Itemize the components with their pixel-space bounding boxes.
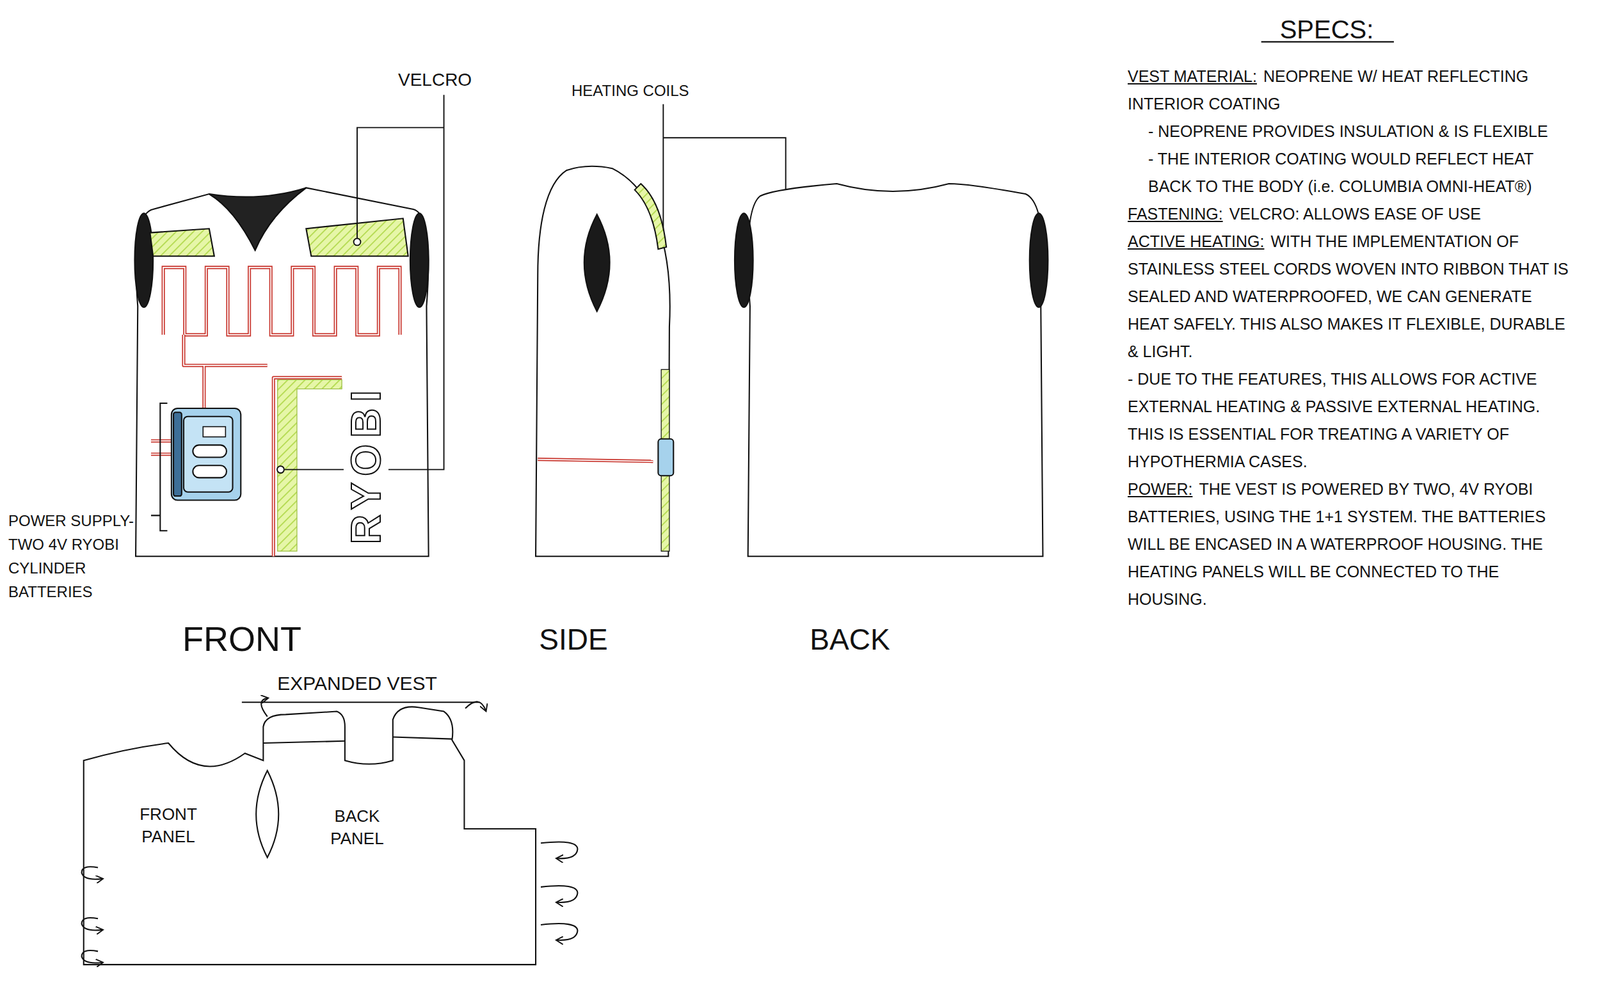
heating-coil (537, 459, 653, 462)
battery-housing (171, 408, 241, 501)
expanded-vest (81, 698, 578, 965)
spec-text: VELCRO: ALLOWS EASE OF USE (1229, 204, 1481, 223)
callout-label: POWER SUPPLY- TWO 4V RYOBI CYLINDER BATT… (8, 508, 169, 604)
battery-housing (171, 408, 241, 501)
spec-heading: VEST MATERIAL: (1127, 67, 1257, 86)
heating-coil (537, 459, 653, 462)
spec-paragraph: ACTIVE HEATING:WITH THE IMPLEMENTATION O… (1127, 227, 1570, 366)
front-wiring (151, 334, 342, 557)
callout-label: HEATING COILS (571, 81, 690, 101)
side-vest (657, 439, 674, 476)
leader-dot (353, 238, 361, 246)
front-vest (277, 379, 342, 552)
expanded-vest (540, 841, 578, 859)
spec-text: - THE INTERIOR COATING WOULD REFLECT HEA… (1148, 149, 1534, 196)
leader-dot (277, 465, 285, 473)
expanded-vest (83, 706, 536, 965)
spec-paragraph: FASTENING: VELCRO: ALLOWS EASE OF USE (1127, 200, 1570, 228)
panel-label: FRONT PANEL (129, 803, 207, 848)
battery-housing (202, 426, 226, 438)
battery-housing (183, 416, 233, 493)
front-vest (149, 228, 214, 256)
expanded-vest (540, 885, 578, 903)
view-title: FRONT (182, 618, 302, 660)
side-vest (634, 183, 667, 249)
spec-paragraph: - DUE TO THE FEATURES, THIS ALLOWS FOR A… (1127, 365, 1570, 476)
expanded-vest (81, 917, 103, 930)
front-wiring (151, 334, 342, 557)
view-title: BACK (809, 622, 890, 658)
spec-text: THE VEST IS POWERED BY TWO, 4V RYOBI BAT… (1127, 480, 1546, 608)
spec-paragraph: POWER:THE VEST IS POWERED BY TWO, 4V RYO… (1127, 475, 1570, 614)
spec-paragraph: VEST MATERIAL:NEOPRENE W/ HEAT REFLECTIN… (1127, 62, 1570, 118)
expanded-vest (465, 701, 486, 711)
front-vest (209, 187, 306, 250)
battery-housing (173, 412, 182, 496)
back-vest (1029, 213, 1049, 308)
back-vest (748, 183, 1044, 557)
heating-coil (163, 267, 400, 335)
expanded-vest (81, 950, 103, 963)
spec-text: - NEOPRENE PROVIDES INSULATION & IS FLEX… (1148, 122, 1549, 141)
battery-housing (192, 444, 227, 457)
expanded-vest (81, 866, 103, 879)
spec-notes: VEST MATERIAL:NEOPRENE W/ HEAT REFLECTIN… (1127, 62, 1570, 614)
sub-heading: EXPANDED VEST (277, 672, 438, 696)
spec-heading: FASTENING: (1127, 204, 1224, 223)
expanded-vest (540, 923, 578, 941)
panel-label: BACK PANEL (318, 805, 396, 850)
side-vest (535, 166, 674, 557)
spec-heading: ACTIVE HEATING: (1127, 232, 1264, 251)
front-wiring (151, 334, 342, 557)
heating-coil (537, 459, 653, 462)
heating-coil (163, 267, 400, 335)
spec-paragraph: - THE INTERIOR COATING WOULD REFLECT HEA… (1127, 145, 1570, 201)
view-title: SIDE (538, 622, 608, 658)
section-heading: SPECS: (1280, 14, 1375, 45)
expanded-vest (261, 698, 268, 717)
side-vest (535, 166, 671, 557)
brand-logo: RYOBI (343, 380, 389, 548)
spec-text: - DUE TO THE FEATURES, THIS ALLOWS FOR A… (1127, 369, 1540, 471)
spec-text: WITH THE IMPLEMENTATION OF STAINLESS STE… (1127, 232, 1569, 361)
back-vest (734, 183, 1048, 557)
battery-housing (192, 465, 227, 478)
callout-label: VELCRO (398, 69, 472, 91)
front-vest (410, 213, 429, 308)
back-vest (734, 213, 754, 308)
front-vest (134, 187, 429, 557)
expanded-vest (256, 770, 279, 858)
bracket (151, 403, 168, 531)
expanded-vest (263, 736, 452, 744)
expanded-vest (241, 701, 480, 703)
bracket (151, 403, 168, 531)
spec-paragraph: - NEOPRENE PROVIDES INSULATION & IS FLEX… (1127, 117, 1570, 146)
spec-heading: POWER: (1127, 480, 1193, 498)
front-vest (135, 187, 429, 557)
front-vest (134, 213, 153, 308)
side-vest (584, 214, 610, 312)
